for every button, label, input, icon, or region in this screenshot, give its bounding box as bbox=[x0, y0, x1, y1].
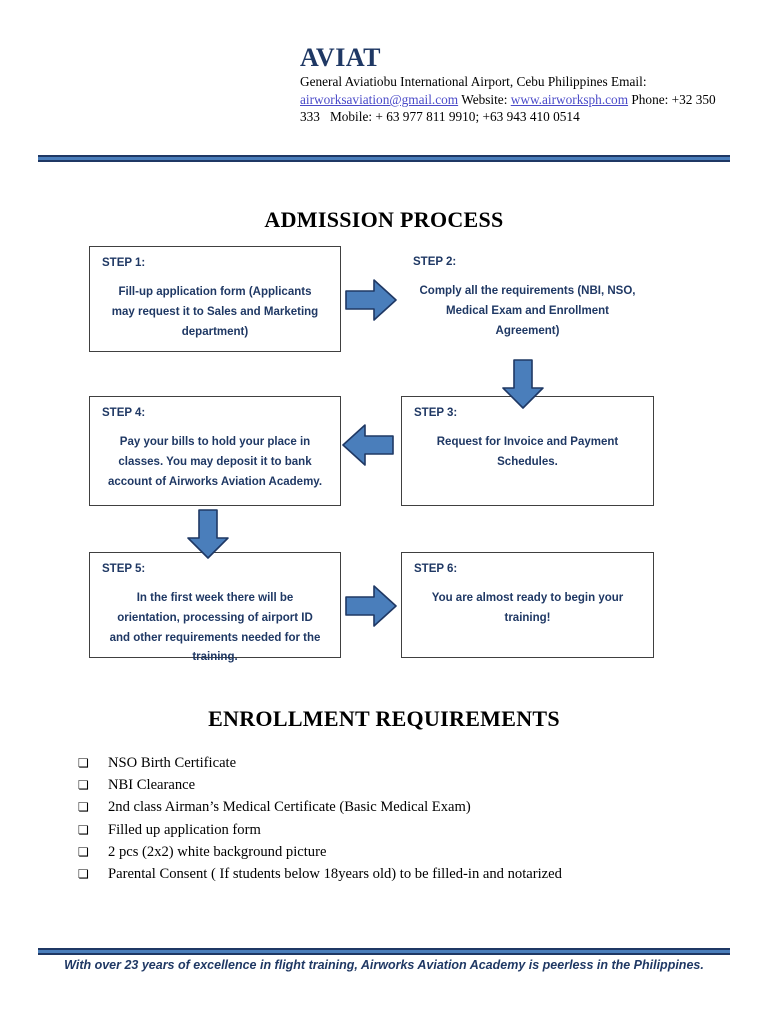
step-box-5: STEP 5: In the first week there will be … bbox=[89, 552, 341, 663]
checkbox-icon[interactable]: ❏ bbox=[78, 844, 89, 859]
arrow-right-icon bbox=[344, 277, 398, 323]
arrow-left-icon bbox=[339, 422, 395, 468]
admission-process-title: ADMISSION PROCESS bbox=[264, 207, 504, 232]
arrow-right-icon bbox=[344, 583, 398, 629]
step-box-2: STEP 2: Comply all the requirements (NBI… bbox=[401, 246, 654, 352]
step-6-text: You are almost ready to begin your train… bbox=[431, 592, 624, 624]
checkbox-icon[interactable]: ❏ bbox=[78, 822, 89, 837]
list-item: ❏ Parental Consent ( If students below 1… bbox=[78, 863, 718, 885]
phone-text: Phone: +32 350 333 bbox=[300, 91, 716, 125]
step-5-label: STEP 5: bbox=[102, 563, 146, 575]
step-2-label: STEP 2: bbox=[413, 256, 457, 268]
step-3-label: STEP 3: bbox=[414, 407, 458, 419]
step-box-3: STEP 3: Request for Invoice and Payment … bbox=[401, 396, 654, 506]
step-6-label: STEP 6: bbox=[414, 563, 458, 575]
step-box-1: STEP 1: Fill-up application form (Applic… bbox=[89, 246, 341, 352]
checkbox-icon[interactable]: ❏ bbox=[78, 800, 89, 815]
checkbox-icon[interactable]: ❏ bbox=[78, 866, 89, 881]
step-5-text: In the first week there will be orientat… bbox=[109, 592, 321, 664]
checkbox-icon[interactable]: ❏ bbox=[78, 778, 89, 793]
footer-tagline: With over 23 years of excellence in flig… bbox=[64, 958, 704, 972]
header-divider bbox=[38, 155, 730, 162]
arrow-down-icon bbox=[185, 508, 231, 560]
website-label: Website: bbox=[461, 91, 508, 107]
contact-info: General Aviatiobu International Airport,… bbox=[300, 73, 730, 126]
arrow-down-icon bbox=[500, 358, 546, 410]
requirement-text: Parental Consent ( If students below 18y… bbox=[108, 865, 562, 882]
requirement-text: NBI Clearance bbox=[108, 777, 196, 794]
requirement-text: Filled up application form bbox=[108, 821, 261, 838]
address-line: General Aviatiobu International Airport,… bbox=[300, 74, 647, 90]
step-1-label: STEP 1: bbox=[102, 257, 146, 269]
email-link[interactable]: airworksaviation@gmail.com bbox=[300, 91, 459, 107]
requirement-text: 2nd class Airman’s Medical Certificate (… bbox=[108, 799, 471, 816]
step-4-text: Pay your bills to hold your place in cla… bbox=[107, 436, 323, 488]
list-item: ❏ NSO Birth Certificate bbox=[78, 752, 718, 774]
footer-divider bbox=[38, 948, 730, 955]
step-1-text: Fill-up application form (Applicants may… bbox=[111, 286, 319, 338]
list-item: ❏ 2 pcs (2x2) white background picture bbox=[78, 841, 718, 863]
brand-title: AVIAT bbox=[300, 43, 382, 72]
step-3-text: Request for Invoice and Payment Schedule… bbox=[436, 436, 619, 468]
requirement-text: NSO Birth Certificate bbox=[108, 755, 237, 771]
list-item: ❏ NBI Clearance bbox=[78, 774, 718, 796]
mobile-text: Mobile: + 63 977 811 9910; +63 943 410 0… bbox=[329, 109, 580, 125]
requirements-list: ❏ NSO Birth Certificate ❏ NBI Clearance … bbox=[78, 752, 718, 885]
checkbox-icon[interactable]: ❏ bbox=[78, 756, 89, 770]
step-box-6: STEP 6: You are almost ready to begin yo… bbox=[401, 552, 654, 658]
step-box-4: STEP 4: Pay your bills to hold your plac… bbox=[89, 396, 341, 506]
list-item: ❏ Filled up application form bbox=[78, 819, 718, 841]
requirement-text: 2 pcs (2x2) white background picture bbox=[108, 843, 327, 860]
website-link[interactable]: www.airworksph.com bbox=[510, 91, 629, 107]
enrollment-requirements-title: ENROLLMENT REQUIREMENTS bbox=[208, 706, 560, 731]
step-4-label: STEP 4: bbox=[102, 407, 146, 419]
list-item: ❏ 2nd class Airman’s Medical Certificate… bbox=[78, 796, 718, 818]
document-header: AVIAT General Aviatiobu International Ai… bbox=[300, 44, 730, 126]
step-2-text: Comply all the requirements (NBI, NSO, M… bbox=[419, 285, 636, 337]
